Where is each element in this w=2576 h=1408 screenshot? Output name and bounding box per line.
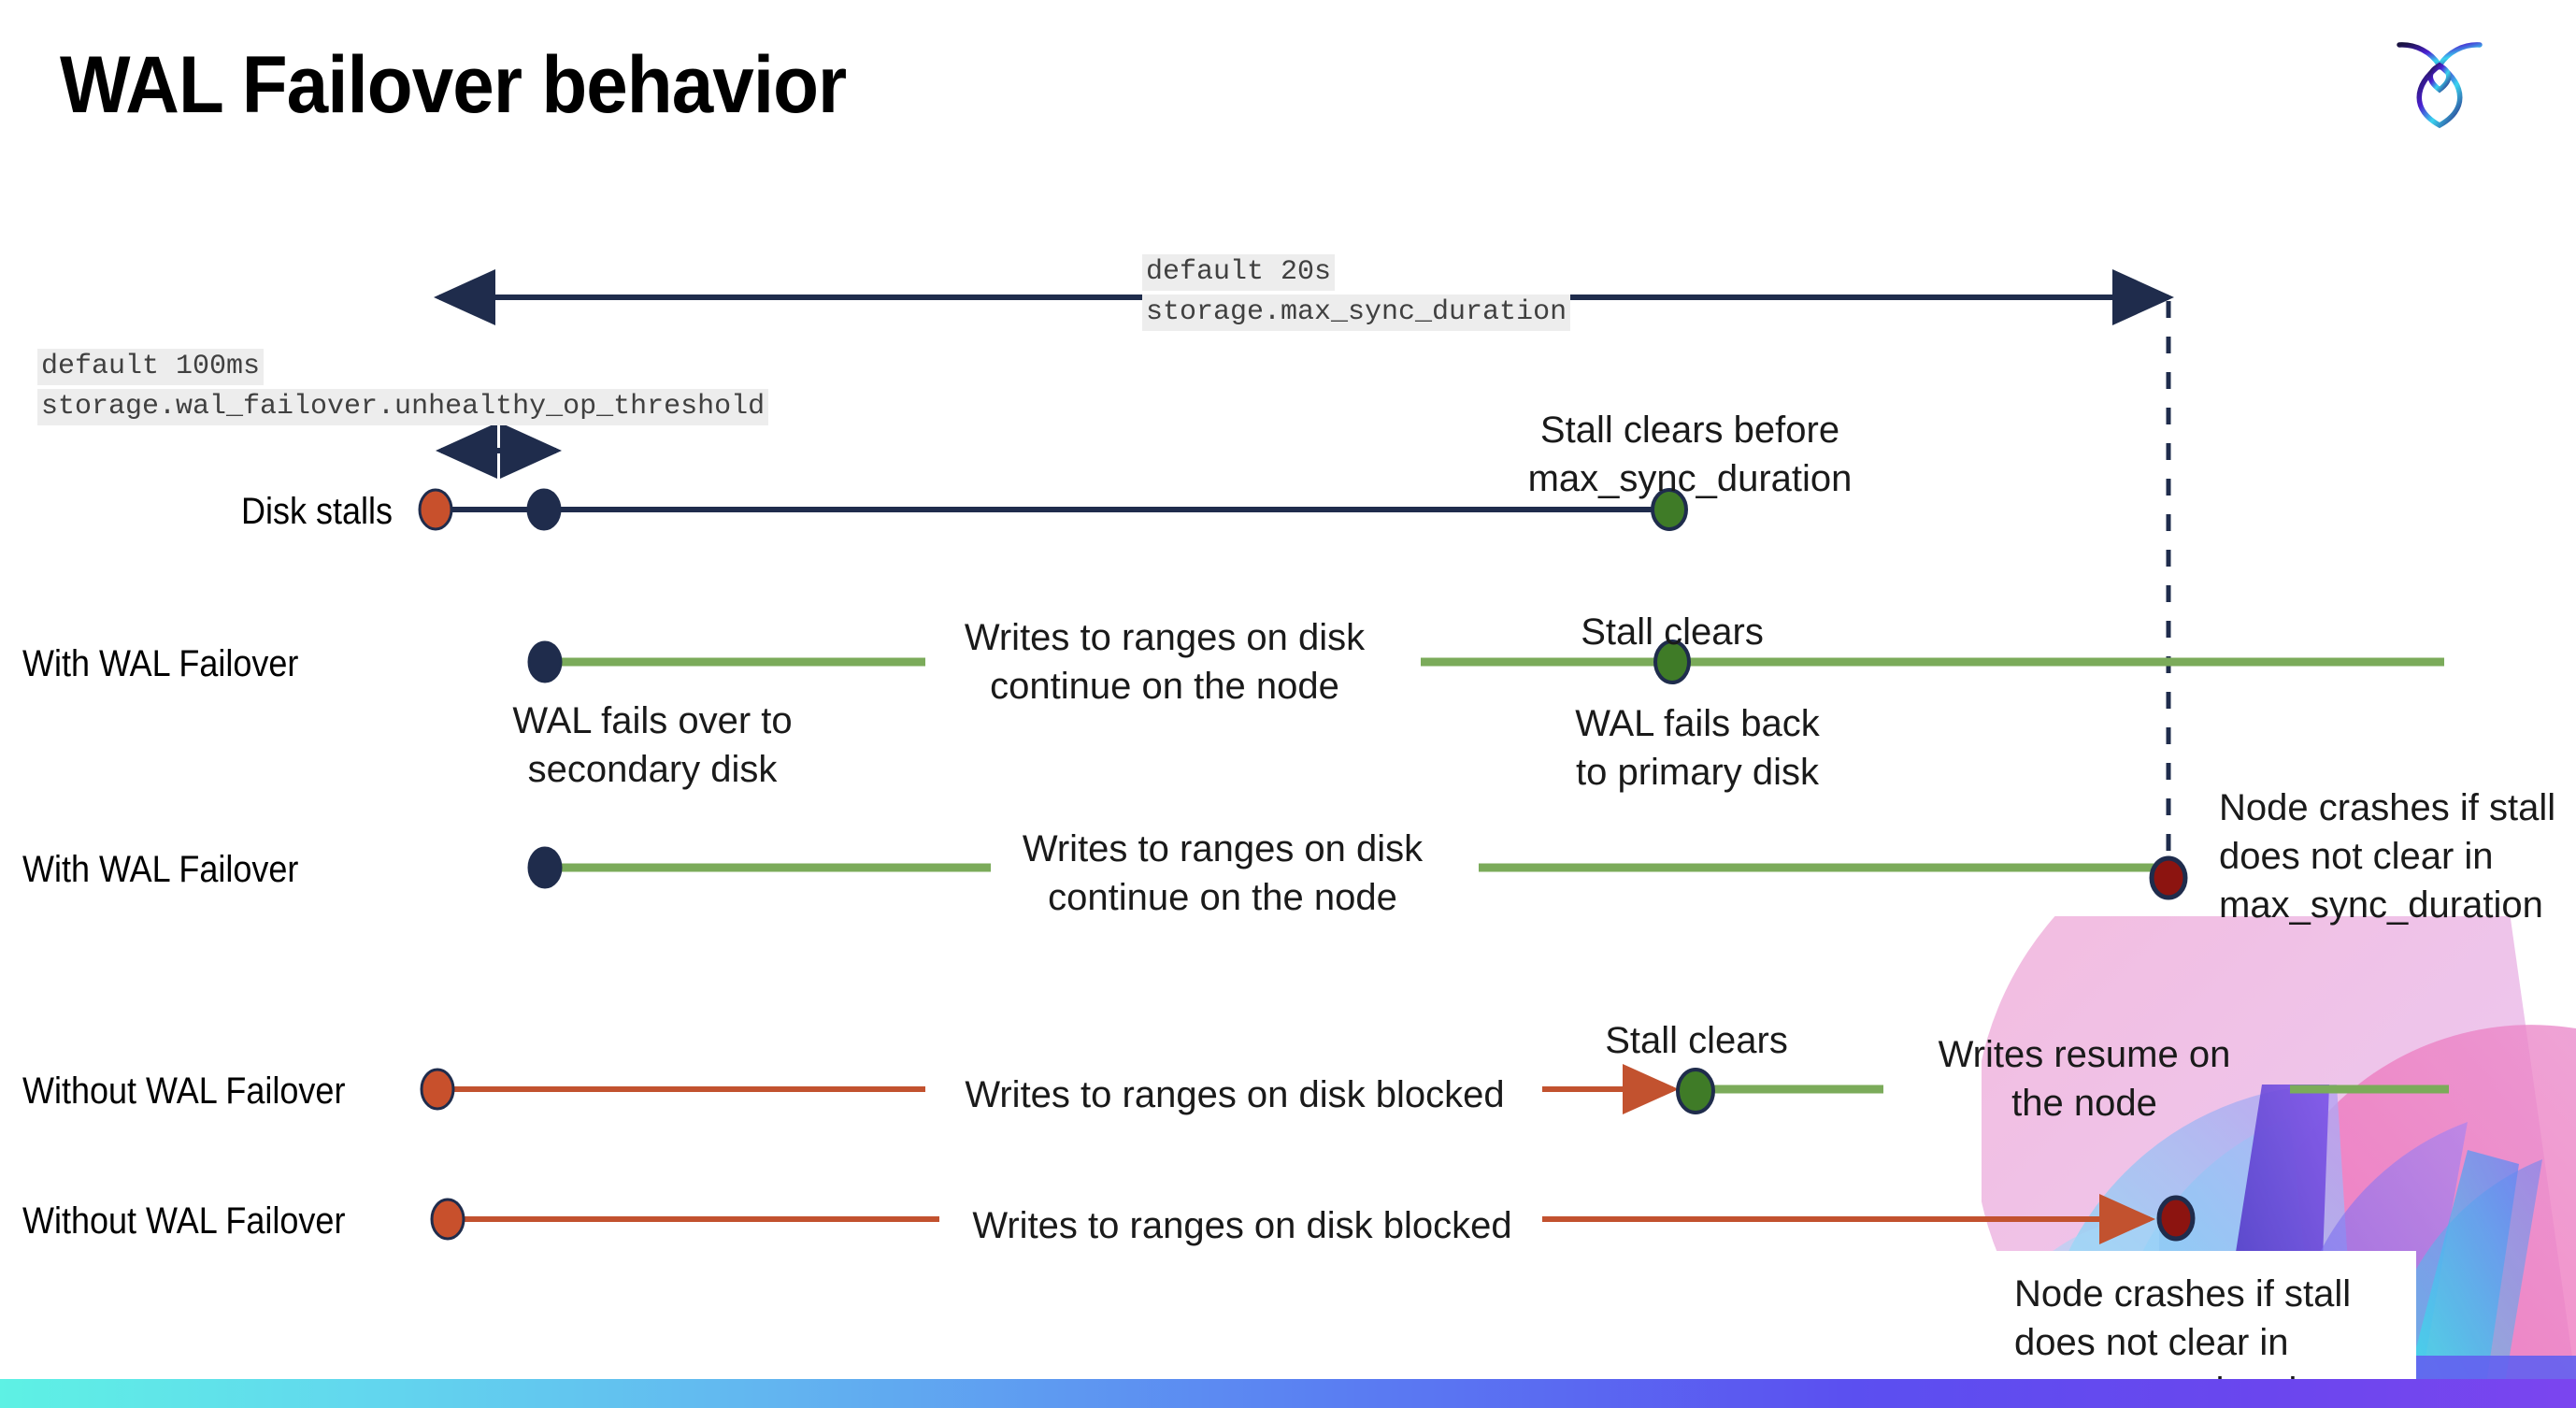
row-label-disk-stalls: Disk stalls	[240, 491, 393, 532]
row-without-failover-recovers-track	[420, 1064, 2449, 1114]
max-sync-default-chip: default 20s	[1142, 254, 1336, 291]
cockroachdb-logo-icon	[2388, 28, 2491, 131]
annot-wal-fails-over-secondary: WAL fails over to secondary disk	[512, 700, 793, 790]
bottom-gradient-bar	[0, 1379, 2576, 1408]
green-stall-clear-dot	[1653, 639, 1691, 684]
row-with-failover-recovers-track	[527, 639, 2444, 684]
navy-failover-dot	[527, 846, 563, 889]
green-stall-clear-dot	[1676, 1068, 1715, 1114]
row-disk-stalls-track	[418, 488, 1688, 531]
row-label-with-wal-failover-1: With WAL Failover	[22, 643, 299, 684]
annot-writes-continue-2: Writes to ranges on disk continue on the…	[1022, 828, 1424, 918]
navy-failover-dot	[526, 488, 562, 531]
orange-stall-start-dot	[420, 1068, 455, 1111]
annot-stall-clears-1: Stall clears	[1581, 611, 1764, 653]
row-with-failover-crashes-track	[527, 846, 2188, 900]
annot-writes-continue-1: Writes to ranges on disk continue on the…	[964, 617, 1366, 707]
row-label-with-wal-failover-2: With WAL Failover	[22, 849, 299, 890]
dark-red-node-crash-dot	[2156, 1195, 2196, 1242]
annot-stall-clears-2: Stall clears	[1605, 1020, 1788, 1061]
green-stall-clear-dot	[1651, 488, 1688, 531]
unhealthy-op-setting-chip: storage.wal_failover.unhealthy_op_thresh…	[37, 389, 769, 425]
orange-stall-start-dot	[430, 1198, 465, 1241]
row-without-failover-crashes-track	[430, 1194, 2196, 1244]
page-title: WAL Failover behavior	[60, 40, 847, 130]
annot-node-crashes-1: Node crashes if stall does not clear in …	[2219, 787, 2556, 926]
navy-failover-dot	[527, 640, 563, 683]
dark-red-node-crash-dot	[2149, 855, 2188, 900]
unhealthy-op-default-chip: default 100ms	[37, 349, 265, 385]
orange-stall-start-dot	[418, 488, 453, 531]
annot-stall-clears-before-max-sync: Stall clears before max_sync_duration	[1527, 409, 1853, 499]
annot-writes-resume: Writes resume on the node	[1938, 1034, 2231, 1124]
annot-writes-blocked-1: Writes to ranges on disk blocked	[965, 1074, 1505, 1115]
row-label-without-wal-failover-2: Without WAL Failover	[22, 1200, 346, 1242]
row-label-without-wal-failover-1: Without WAL Failover	[22, 1070, 346, 1112]
max-sync-setting-chip: storage.max_sync_duration	[1142, 295, 1571, 331]
annot-wal-fails-back-primary: WAL fails back to primary disk	[1575, 703, 1820, 793]
annot-writes-blocked-2: Writes to ranges on disk blocked	[972, 1205, 1512, 1246]
